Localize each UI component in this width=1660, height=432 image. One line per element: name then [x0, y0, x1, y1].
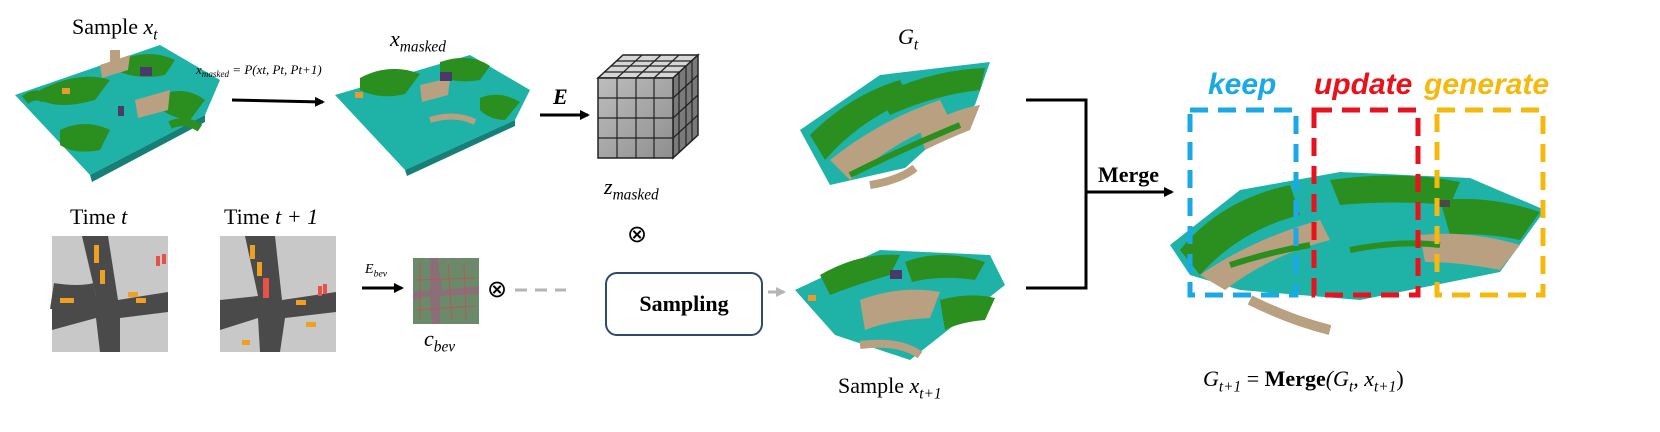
scene-g-t [800, 62, 990, 189]
update-label: update [1314, 68, 1413, 101]
merge-bracket [1026, 98, 1174, 290]
time-t-label: Time t [70, 204, 128, 229]
projection-arrow [231, 96, 325, 107]
scene-sample-xt1 [795, 250, 1005, 360]
e-bev-label: Ebev [365, 262, 388, 280]
merge-formula: Gt+1 = Merge(Gt, xt+1) [1203, 366, 1404, 396]
bev-map-time-t [50, 236, 168, 352]
update-region-box [1311, 107, 1421, 298]
otimes-lower: ⊗ [487, 277, 508, 303]
x-masked-label: xmasked [390, 26, 446, 56]
scene-x-masked [335, 55, 530, 176]
sampling-block[interactable]: Sampling [605, 272, 763, 336]
scene-sample-xt [15, 45, 220, 182]
merge-label: Merge [1098, 162, 1160, 187]
projection-formula: xmasked = P(xt, Pt, Pt+1) [196, 62, 322, 80]
z-masked-label: zmasked [604, 174, 659, 204]
sample-xt1-label: Sample xt+1 [838, 373, 942, 403]
sample-xt-label: Sample xt [72, 14, 158, 44]
scene-merged [1170, 172, 1545, 335]
bev-map-time-t1 [220, 236, 336, 352]
latent-cube [596, 53, 700, 160]
encoder-label: E [553, 84, 568, 109]
otimes-upper: ⊗ [627, 222, 648, 248]
g-t-label: Gt [898, 24, 919, 54]
time-t1-label: Time t + 1 [224, 204, 319, 229]
c-bev-label: cbev [424, 326, 456, 356]
keep-region-box [1187, 107, 1299, 298]
generate-label: generate [1424, 68, 1550, 101]
keep-label: keep [1208, 68, 1277, 101]
generate-region-box [1434, 107, 1546, 298]
bev-feature-map [413, 258, 479, 324]
